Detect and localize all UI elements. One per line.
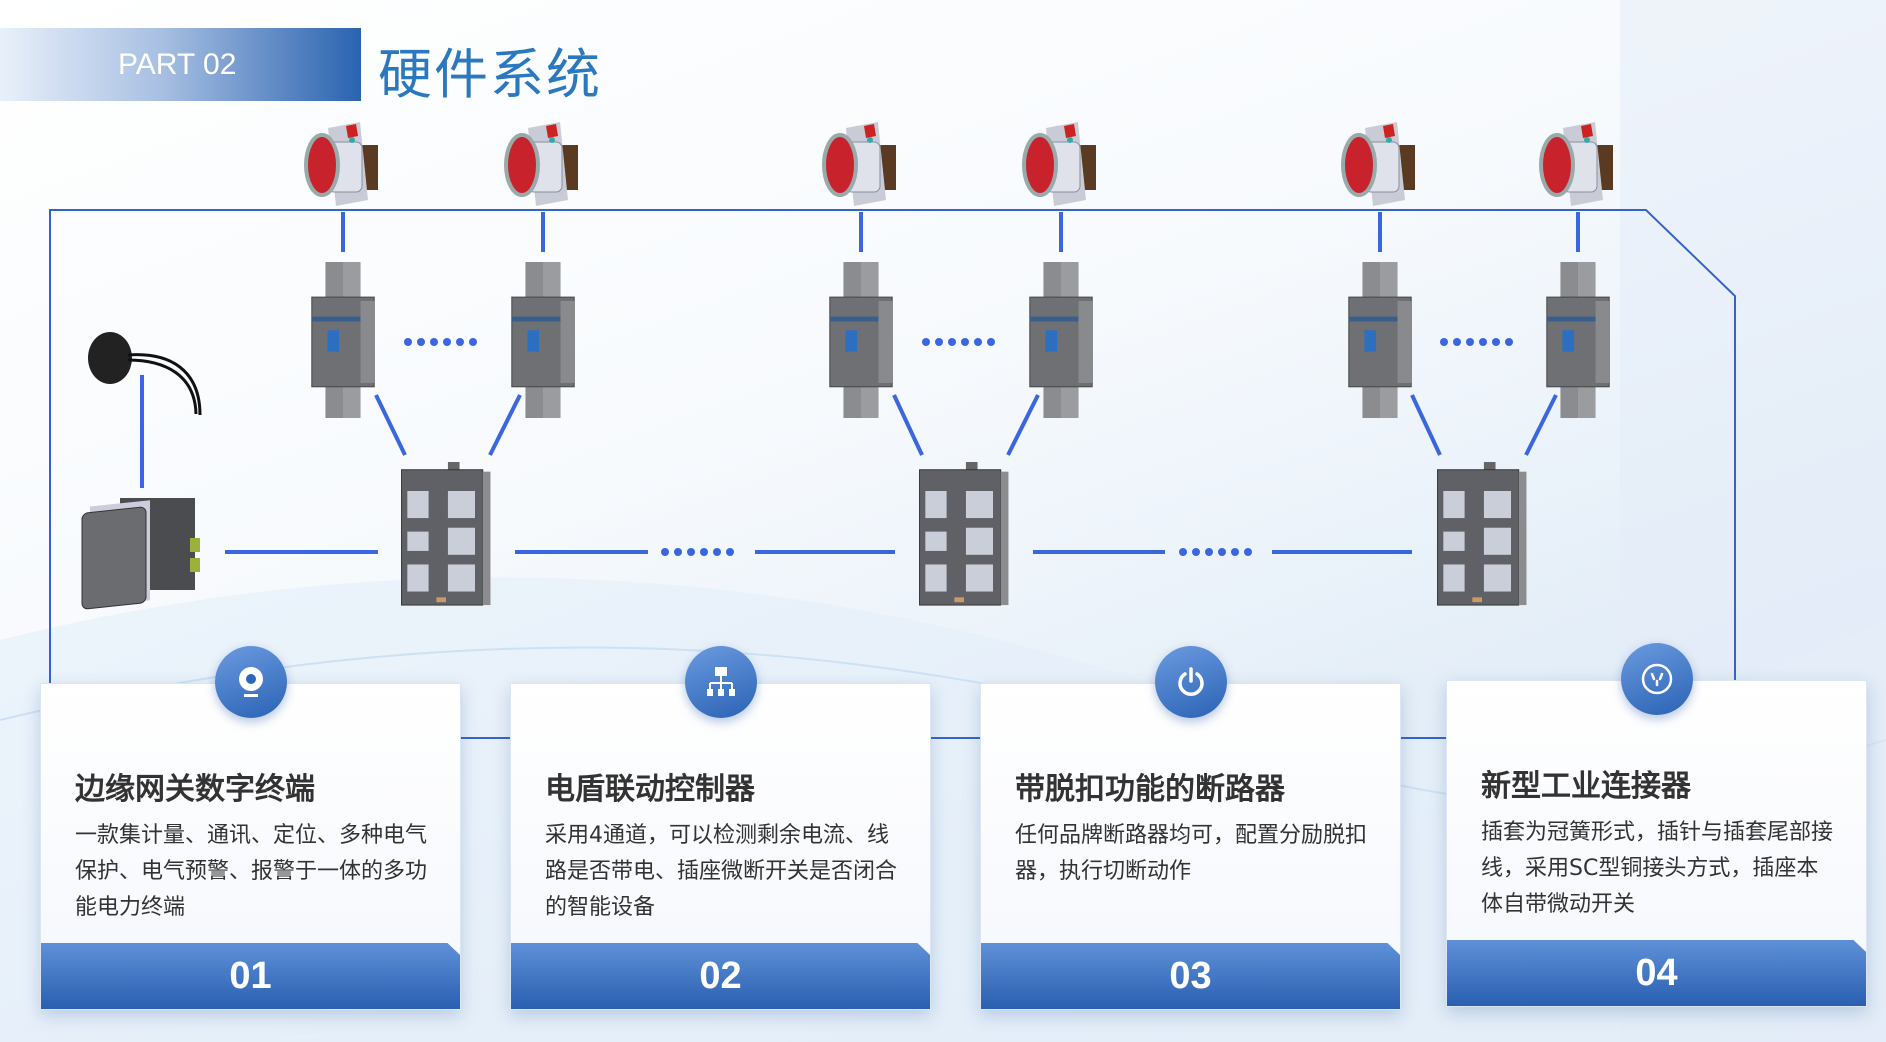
card-number: 01 [41,943,460,1009]
card-number: 04 [1447,940,1866,1006]
sensor-device [88,332,202,416]
card-number: 03 [981,943,1400,1009]
card-title: 电盾联动控制器 [545,772,755,807]
gateway-device [81,498,200,610]
card-description: 任何品牌断路器均可，配置分励脱扣器，执行切断动作 [1015,823,1368,884]
connection-lines [140,212,1580,554]
controller-devices [401,462,1527,606]
camera-icon [214,646,287,718]
page-title: 硬件系统 [378,43,602,106]
network-icon [684,646,757,718]
card-title: 边缘网关数字终端 [75,772,315,807]
card-description: 插套为冠簧形式，插针与插套尾部接线，采用SC型铜接头方式，插座本体自带微动开关 [1481,820,1834,917]
part-label: PART 02 [0,28,361,101]
card-controller[interactable]: 电盾联动控制器 采用4通道，可以检测剩余电流、线路是否带电、插座微断开关是否闭合… [510,646,931,1010]
socket-icon [1620,643,1693,715]
power-icon [1154,646,1227,718]
ellipsis-dots [404,338,1513,556]
card-description: 一款集计量、通讯、定位、多种电气保护、电气预警、报警于一体的多功能电力终端 [75,823,428,920]
frame-line [49,209,1736,683]
card-title: 带脱扣功能的断路器 [1015,772,1285,807]
card-breaker[interactable]: 带脱扣功能的断路器 任何品牌断路器均可，配置分励脱扣器，执行切断动作 03 [980,646,1401,1010]
socket-devices [304,120,1615,208]
breaker-devices [311,262,1610,418]
card-description: 采用4通道，可以检测剩余电流、线路是否带电、插座微断开关是否闭合的智能设备 [545,823,898,920]
card-number: 02 [511,943,930,1009]
card-title: 新型工业连接器 [1481,769,1691,804]
card-gateway[interactable]: 边缘网关数字终端 一款集计量、通讯、定位、多种电气保护、电气预警、报警于一体的多… [40,646,461,1010]
card-connector[interactable]: 新型工业连接器 插套为冠簧形式，插针与插套尾部接线，采用SC型铜接头方式，插座本… [1446,643,1867,1007]
